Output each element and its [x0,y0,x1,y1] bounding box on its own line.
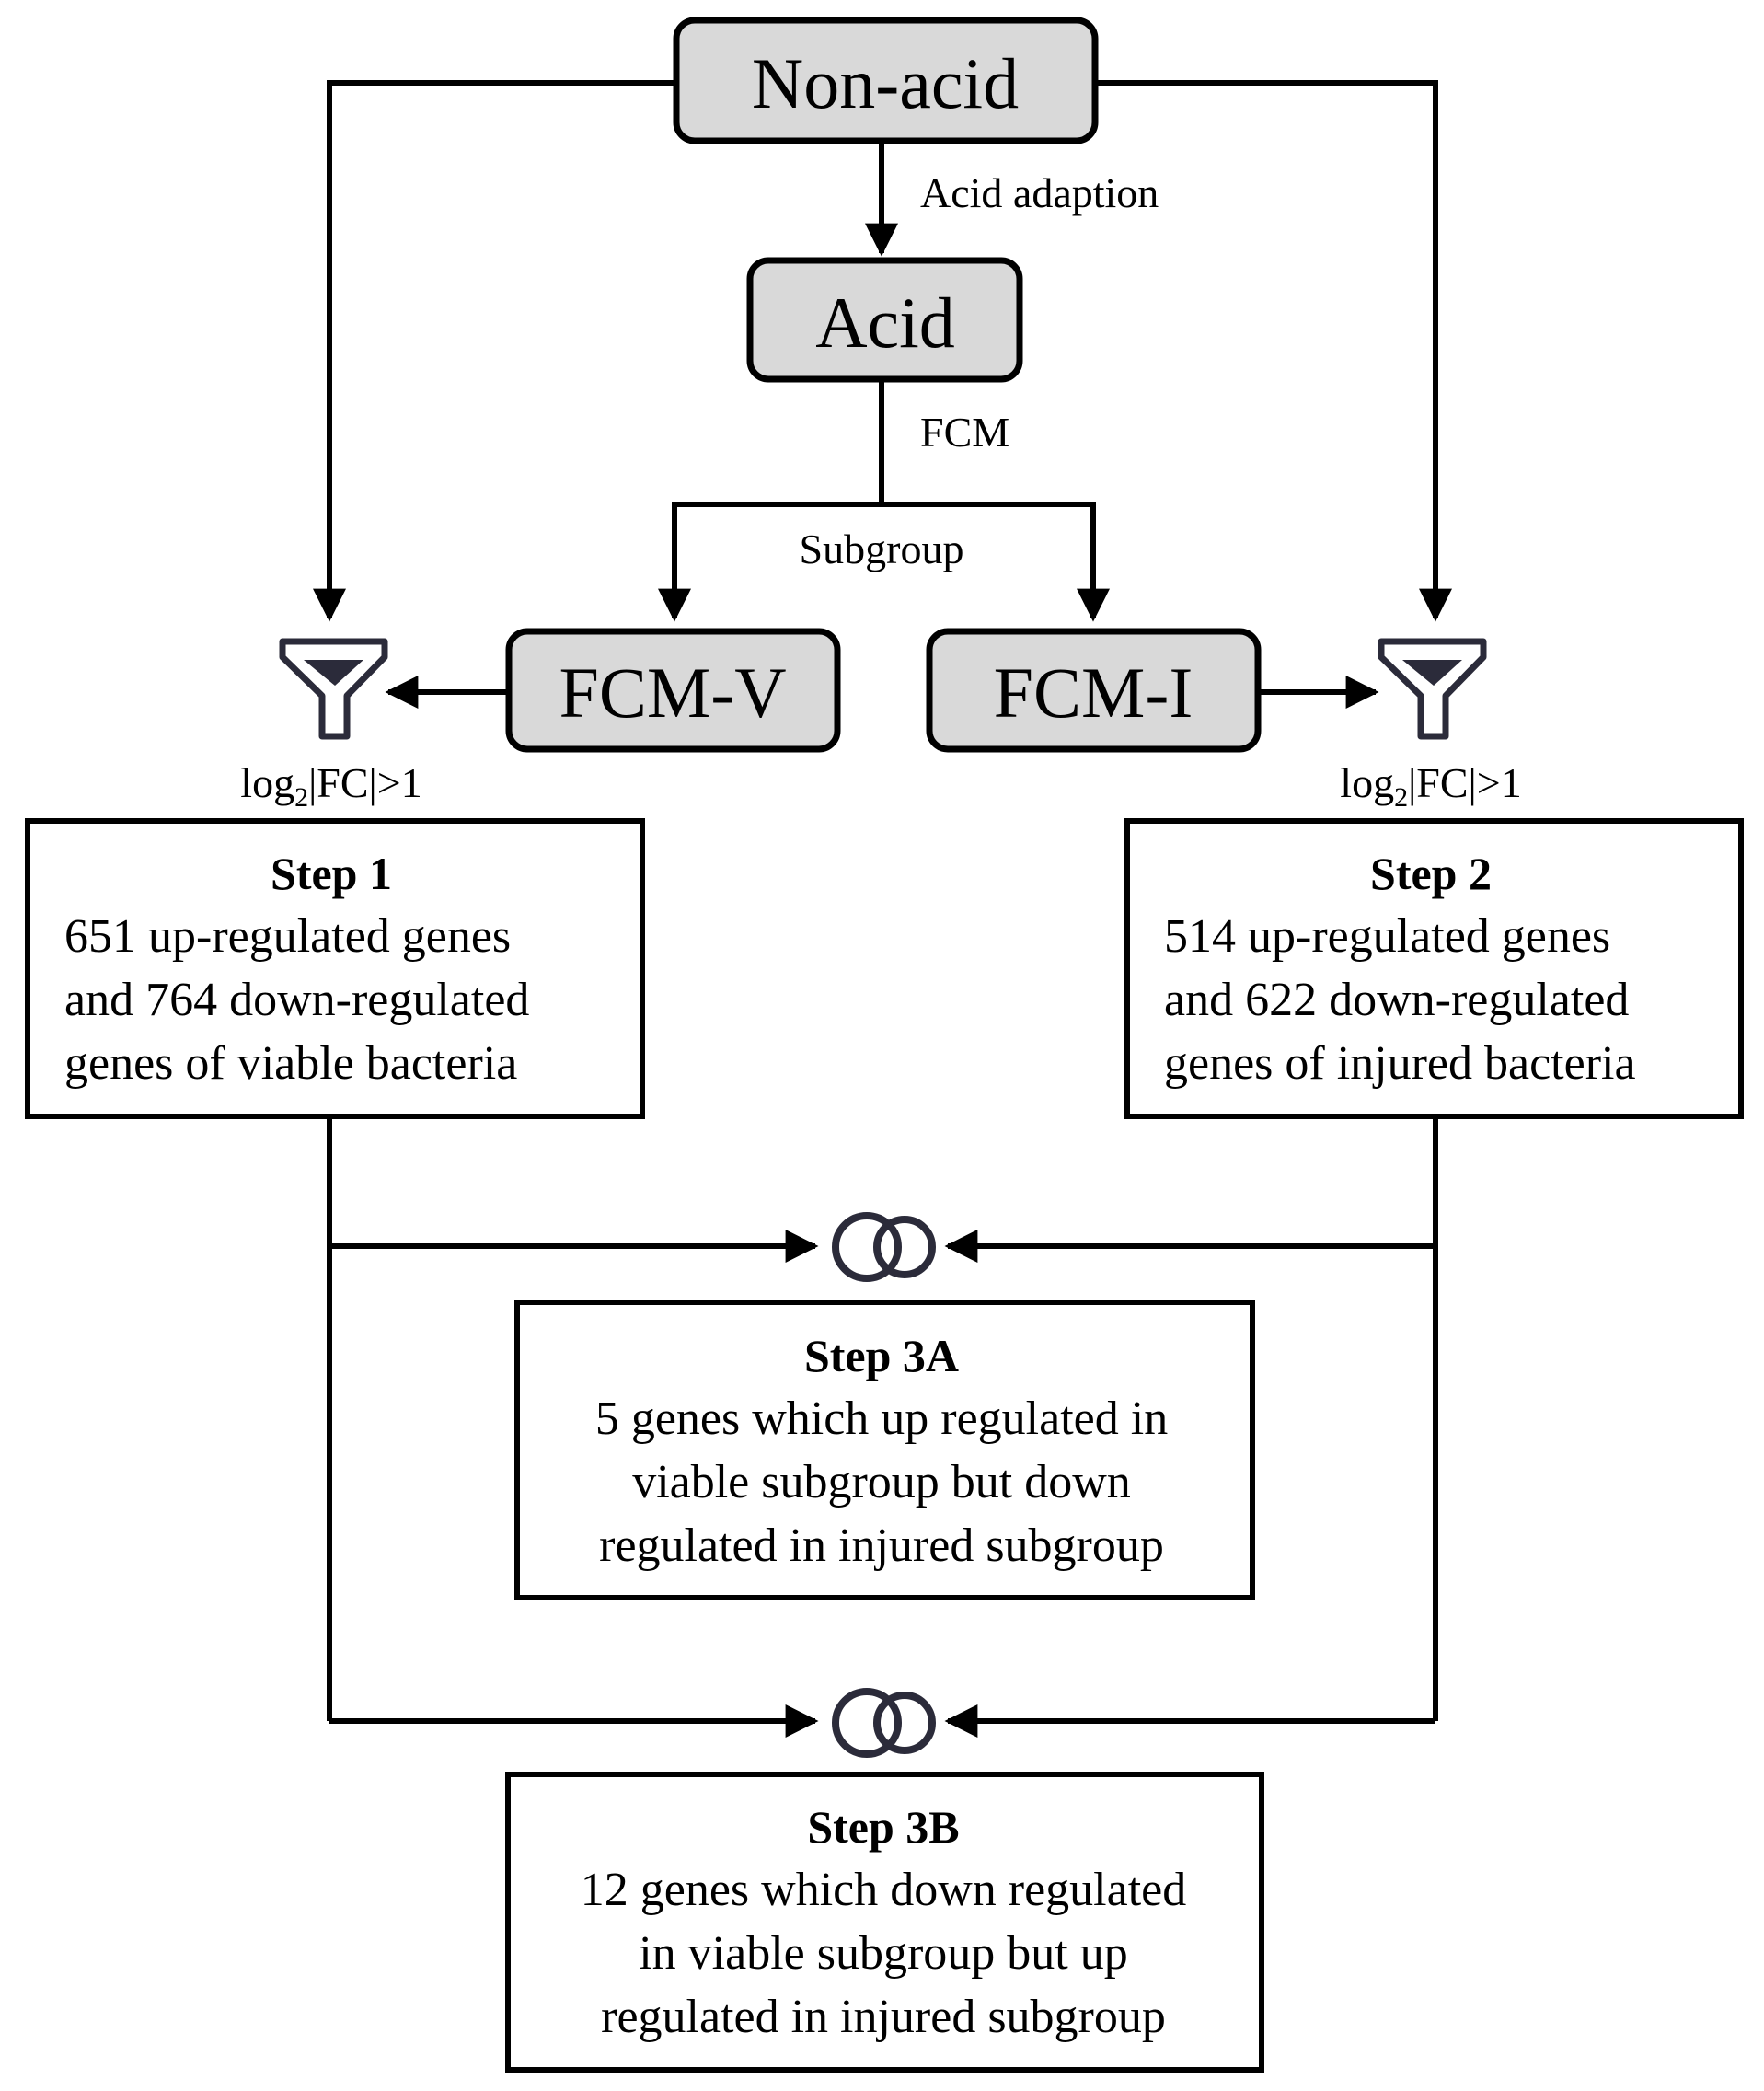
arrow-nonacid-to-left-filter [313,80,676,622]
filter-icon-right [1378,638,1487,740]
node-non-acid-label: Non-acid [752,43,1019,123]
edge-label-subgroup: Subgroup [800,526,964,572]
step3a-line-1: 5 genes which up regulated in [595,1392,1168,1445]
edge-label-fcm: FCM [920,409,1009,456]
step3b-line-3: regulated in injured subgroup [601,1991,1166,2043]
step3a-line-2: viable subgroup but down [632,1456,1131,1508]
step1-box: Step 1 651 up-regulated genes and 764 do… [25,818,645,1119]
intersection-icon-a [832,1212,936,1282]
step3a-box: Step 3A 5 genes which up regulated in vi… [514,1300,1255,1600]
intersection-icon-b [832,1688,936,1758]
node-fcm-i-label: FCM-I [994,653,1193,733]
step1-line-1: 651 up-regulated genes [64,910,511,963]
arrow-split-to-fcm-i [882,502,1110,622]
node-fcm-v-label: FCM-V [559,653,786,733]
step3b-box: Step 3B 12 genes which down regulated in… [505,1772,1264,2073]
edge-label-acid-adaption: Acid adaption [920,169,1159,216]
filter-label-right: log2|FC|>1 [1340,759,1521,813]
step3a-title: Step 3A [804,1330,959,1381]
filter-label-left: log2|FC|>1 [240,759,421,813]
step3a-line-3: regulated in injured subgroup [599,1519,1164,1572]
node-fcm-i: FCM-I [926,628,1262,753]
step3b-line-2: in viable subgroup but up [639,1927,1128,1980]
step1-title: Step 1 [271,848,392,899]
step1-line-2: and 764 down-regulated [64,974,529,1026]
node-non-acid: Non-acid [673,17,1099,144]
step2-line-2: and 622 down-regulated [1164,974,1629,1026]
step3b-title: Step 3B [807,1801,959,1853]
arrow-nonacid-to-right-filter [1095,80,1452,622]
filter-icon-left [279,638,388,740]
step3b-line-1: 12 genes which down regulated [581,1864,1186,1916]
arrow-split-to-fcm-v [658,502,882,622]
node-acid-label: Acid [815,283,955,363]
step2-title: Step 2 [1370,848,1492,899]
node-acid: Acid [746,257,1023,383]
step2-box: Step 2 514 up-regulated genes and 622 do… [1124,818,1744,1119]
step1-line-3: genes of viable bacteria [64,1037,517,1090]
step2-line-3: genes of injured bacteria [1164,1037,1636,1090]
step2-line-1: 514 up-regulated genes [1164,910,1610,963]
node-fcm-v: FCM-V [505,628,841,753]
connectors [313,80,1452,1738]
